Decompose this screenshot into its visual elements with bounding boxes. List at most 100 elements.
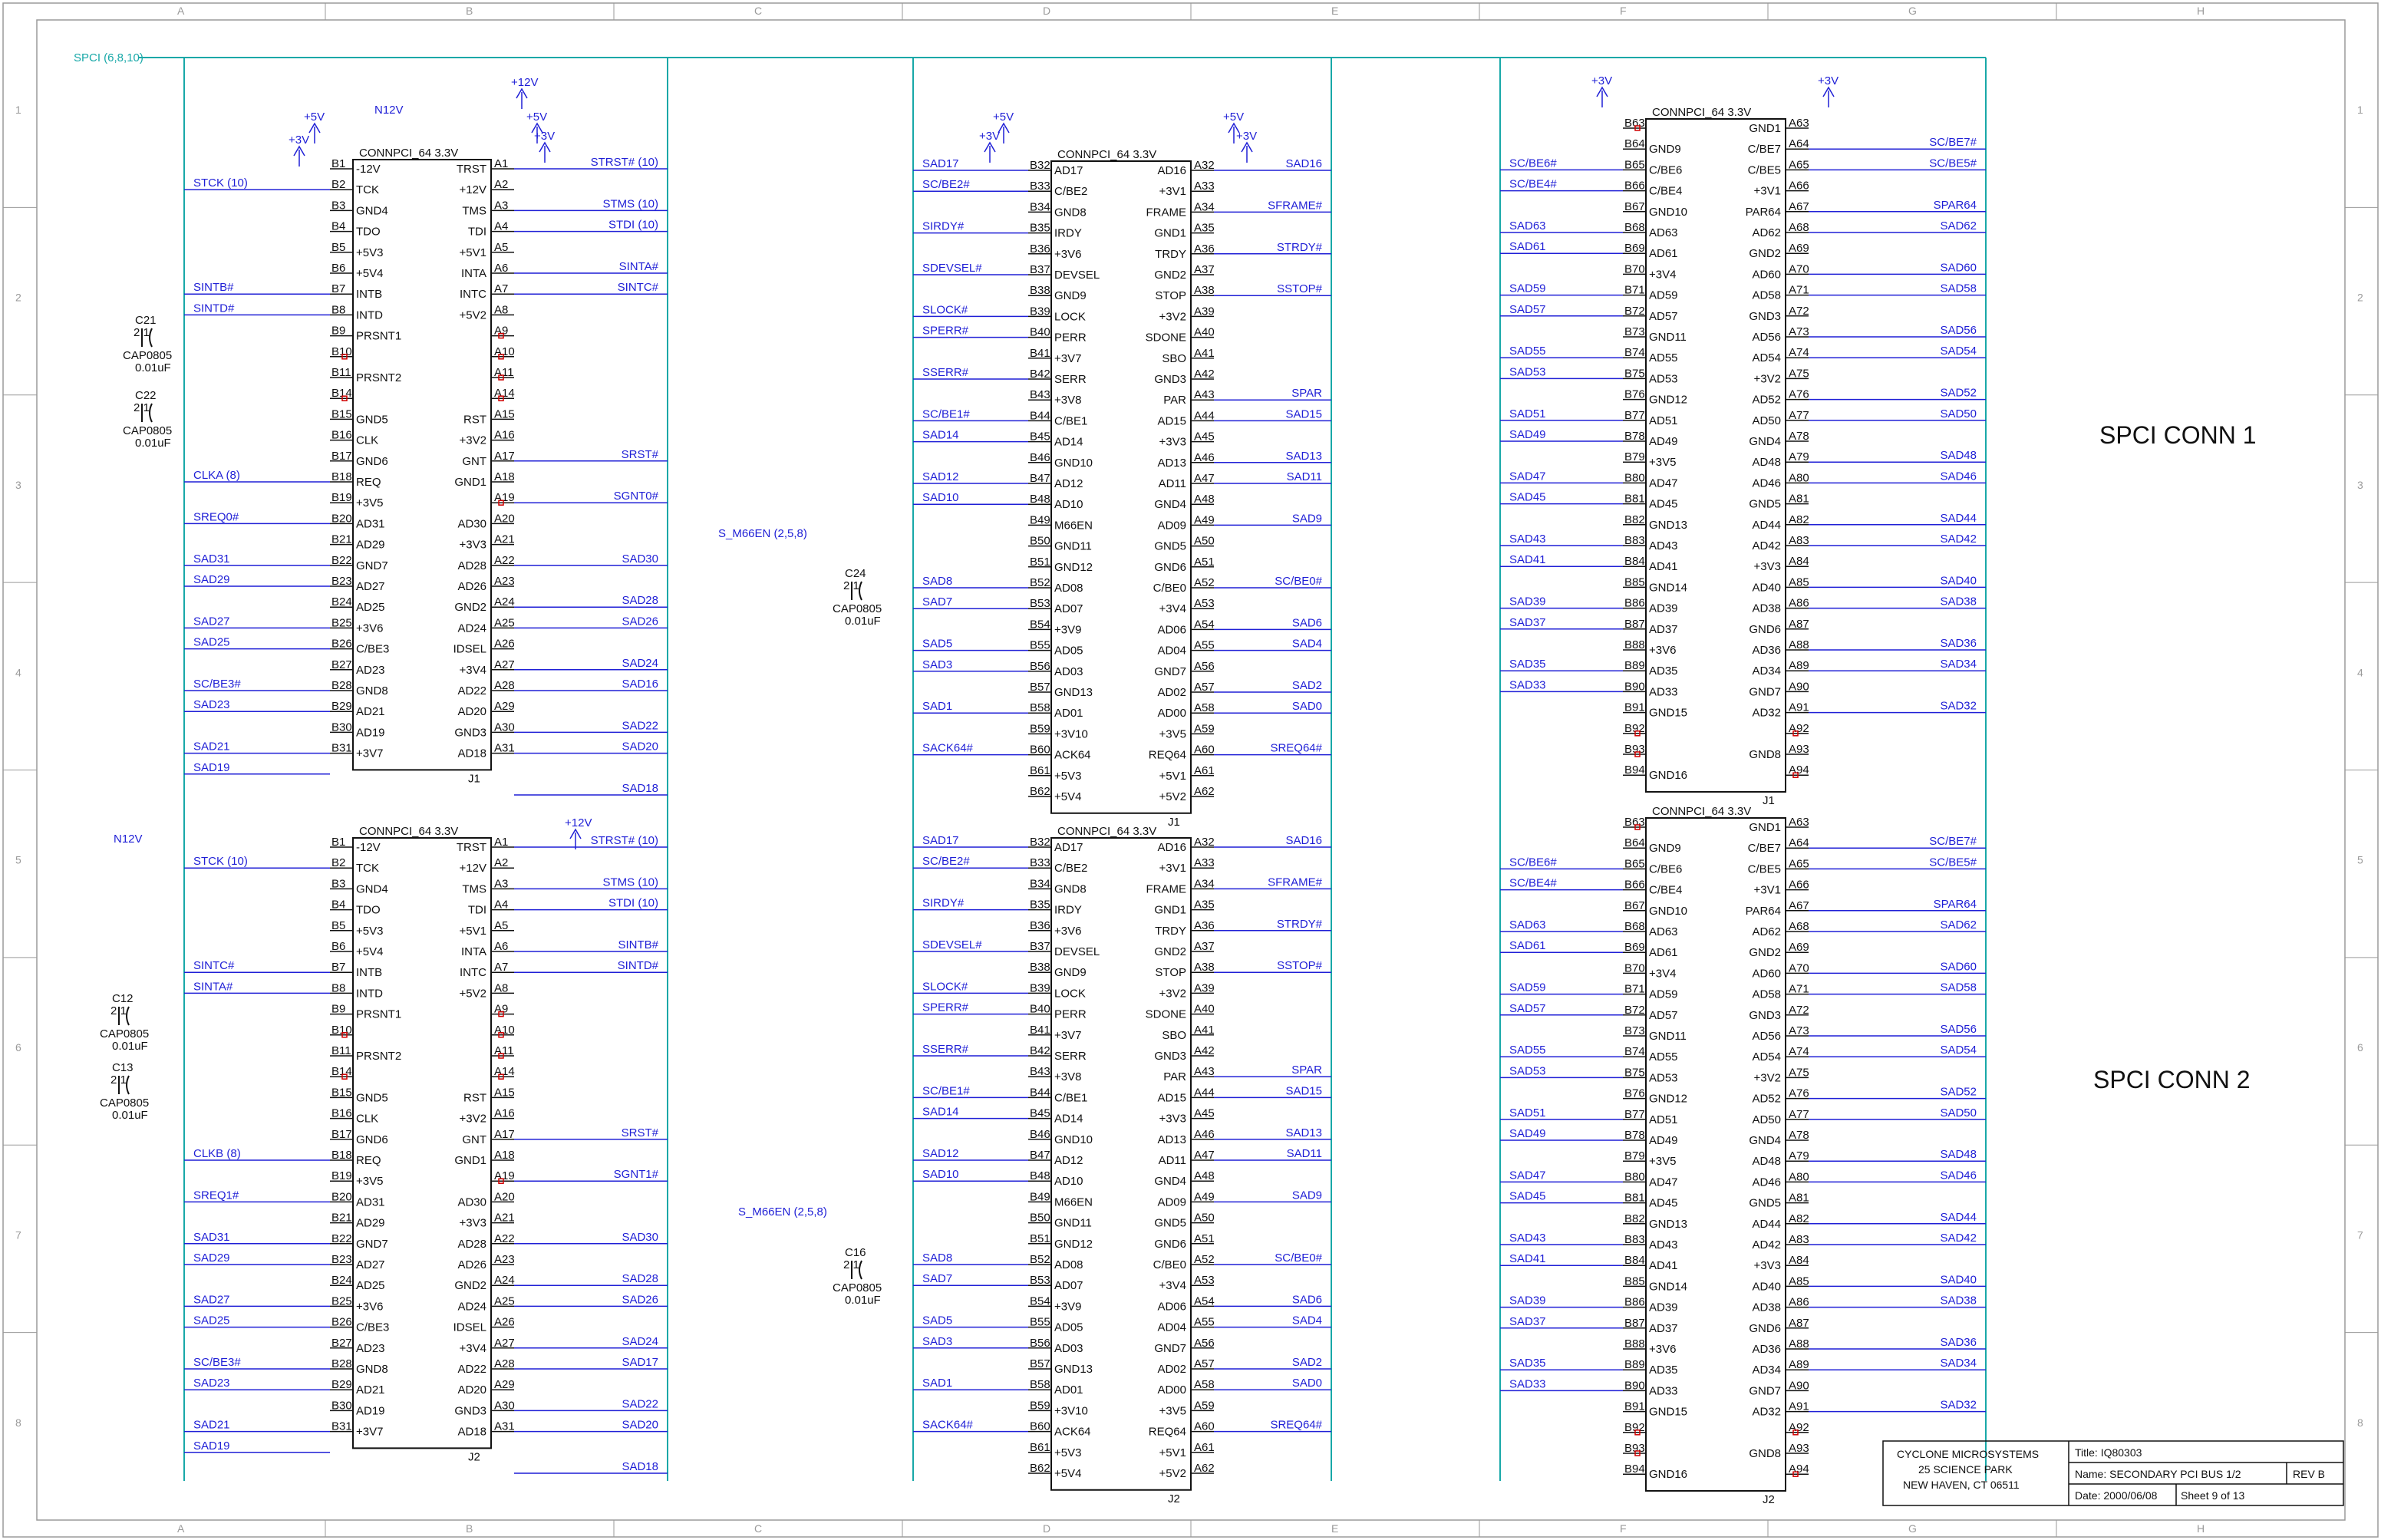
pin-number: B46 [1030, 451, 1050, 464]
pin-name: +5V4 [356, 945, 383, 958]
pin-number: A43 [1194, 1065, 1215, 1078]
pin-name: AD44 [1752, 1218, 1781, 1231]
net-label-in: CLKB (8) [193, 1147, 241, 1160]
pin-name: AD61 [1649, 247, 1678, 260]
pin-number: B36 [1030, 919, 1050, 932]
no-connect-marker [1792, 1471, 1799, 1477]
pin-name: SBO [1162, 1029, 1186, 1042]
pin-number: B59 [1030, 722, 1050, 735]
zone-row-right-1: 1 [2357, 104, 2363, 116]
pin-name: +3V1 [1159, 185, 1186, 198]
pin-number: A54 [1194, 1294, 1215, 1308]
no-connect-marker [498, 1053, 504, 1059]
net-label-in: SAD12 [922, 1147, 959, 1160]
net-label-out: SREQ64# [1270, 1419, 1322, 1432]
pin-name: DEVSEL [1054, 945, 1100, 958]
pin-number: A2 [494, 178, 508, 191]
pin-number: B58 [1030, 701, 1050, 714]
pin-name: AD35 [1649, 664, 1678, 678]
pin-name: GNT [462, 1133, 486, 1146]
pin-number: B52 [1030, 576, 1050, 589]
pin-name: AD50 [1752, 414, 1781, 427]
pin-name: AD22 [457, 1363, 486, 1376]
pin-number: A17 [494, 450, 515, 463]
pin-number: A85 [1789, 575, 1809, 589]
pin-name: GNT [462, 455, 486, 468]
net-label-out: SAD62 [1940, 918, 1977, 932]
power-p5-mid-label: +5V [993, 110, 1014, 124]
pin-name: +3V1 [1754, 884, 1781, 897]
pin-name: AD07 [1054, 602, 1083, 615]
net-label-out: SREQ64# [1270, 742, 1322, 755]
net-label-out: SAD44 [1940, 512, 1977, 525]
pin-number: A27 [494, 658, 515, 671]
net-label-in: SPERR# [922, 1001, 969, 1014]
m66en-label-bottom: S_M66EN (2,5,8) [738, 1205, 827, 1218]
pin-number: A57 [1194, 1357, 1215, 1370]
pin-name: PAR [1163, 394, 1186, 407]
net-label-out: SAD24 [622, 657, 658, 670]
pin-number: A51 [1194, 556, 1215, 569]
power-p3-right-arrow [1596, 86, 1608, 97]
pin-number: A45 [1194, 1107, 1215, 1120]
pin-number: B82 [1624, 513, 1645, 526]
pin-number: A74 [1789, 346, 1809, 359]
pin-name: GND9 [1054, 289, 1087, 302]
pin-name: AD52 [1752, 1093, 1781, 1106]
pin-number: B8 [331, 981, 345, 994]
pin-number: A26 [494, 638, 515, 651]
net-label-out: SAD4 [1292, 638, 1322, 651]
pin-name: AD32 [1752, 1406, 1781, 1419]
no-connect-marker [498, 374, 504, 381]
net-label-out: SPAR [1291, 387, 1322, 400]
power-p3-mid-a-arrow [1241, 141, 1253, 153]
pin-name: IDSEL [453, 643, 486, 656]
pin-name: +3V8 [1054, 394, 1081, 407]
pin-name: AD11 [1159, 1154, 1186, 1167]
pin-number: A36 [1194, 919, 1215, 932]
pin-name: GND3 [1154, 373, 1186, 386]
no-connect-marker [1634, 824, 1641, 830]
no-connect-marker [498, 1011, 504, 1017]
pin-number: A14 [494, 387, 515, 400]
pin-number: B19 [331, 491, 352, 504]
pin-name: GND10 [1054, 457, 1093, 470]
pin-number: A46 [1194, 1128, 1215, 1141]
pin-number: A20 [494, 1190, 515, 1203]
net-label-out: SAD2 [1292, 1356, 1322, 1369]
net-label-in: SAD19 [193, 761, 230, 774]
pin-name: AD58 [1752, 289, 1781, 302]
pin-name: AD29 [356, 539, 385, 552]
power-p3-right-a-arrow [1822, 86, 1835, 97]
pin-name: GND4 [356, 882, 388, 895]
connector-part-name: CONNPCI_64 3.3V [359, 825, 458, 838]
pin-name: M66EN [1054, 519, 1093, 532]
pin-number: A32 [1194, 836, 1215, 849]
pin-name: AD09 [1157, 1195, 1186, 1209]
capacitor-pins: 2 1 [134, 401, 150, 414]
bus-label: SPCI (6,8,10) [74, 51, 143, 64]
pin-number: B81 [1624, 493, 1645, 506]
zone-column-top-D: D [1043, 5, 1050, 17]
net-label-in: SIRDY# [922, 897, 965, 910]
pin-number: A72 [1789, 305, 1809, 318]
pin-name: +3V7 [356, 747, 383, 760]
net-label-out: STMS (10) [602, 876, 658, 889]
zone-column-top-E: E [1331, 5, 1338, 17]
pin-name: GND9 [1649, 842, 1681, 855]
pin-name: AD36 [1752, 644, 1781, 657]
pin-number: A28 [494, 679, 515, 692]
pin-number: A50 [1194, 535, 1215, 548]
net-label-in: SAD5 [922, 638, 952, 651]
pin-name: AD04 [1157, 645, 1186, 658]
net-label-out: SAD60 [1940, 960, 1977, 973]
pin-name: GND12 [1649, 394, 1687, 407]
pin-number: A88 [1789, 1337, 1809, 1350]
net-label-out: STRDY# [1277, 241, 1323, 254]
pin-number: B86 [1624, 597, 1645, 610]
pin-number: B65 [1624, 857, 1645, 870]
pin-number: B5 [331, 241, 345, 254]
pin-number: A82 [1789, 513, 1809, 526]
net-label-out: SAD62 [1940, 219, 1977, 232]
